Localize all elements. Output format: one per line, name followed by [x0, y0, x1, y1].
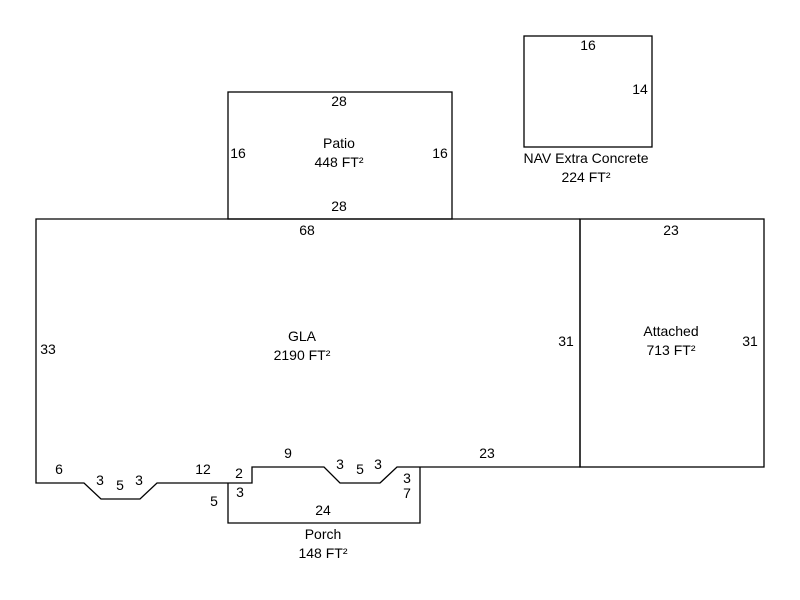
gla-dim-bottom-7: 9 [284, 445, 292, 461]
gla-dim-bottom-5: 12 [195, 461, 211, 477]
gla-dim-bottom-10: 3 [374, 456, 382, 472]
gla-outline [35, 218, 581, 500]
gla-dim-left: 33 [40, 341, 56, 357]
nav-name: NAV Extra Concrete [523, 150, 648, 166]
nav-area: 224 FT² [561, 169, 610, 185]
gla-dim-bottom-6: 2 [235, 465, 243, 481]
patio-area: 448 FT² [314, 154, 363, 170]
gla-dim-right: 31 [558, 333, 574, 349]
attached-dim-right: 31 [742, 333, 758, 349]
patio-dim-bottom: 28 [331, 198, 347, 214]
attached-area: 713 FT² [646, 342, 695, 358]
gla-dim-bottom-12: 23 [479, 445, 495, 461]
gla-dim-top: 68 [299, 222, 315, 238]
porch-name: Porch [305, 526, 342, 542]
nav-dim-top: 16 [580, 37, 596, 53]
gla-dim-bottom-2: 3 [96, 472, 104, 488]
nav-extra-concrete-outline [523, 35, 653, 148]
patio-dim-left: 16 [230, 145, 246, 161]
gla-name: GLA [288, 328, 317, 344]
nav-dim-right: 14 [632, 81, 648, 97]
gla-dim-bottom-4: 3 [135, 472, 143, 488]
porch-dim-right: 7 [403, 485, 411, 501]
patio-dim-right: 16 [432, 145, 448, 161]
porch-outline [227, 467, 421, 524]
porch-dim-left-inner: 3 [236, 484, 244, 500]
gla-dim-bottom-3: 5 [116, 477, 124, 493]
attached-dim-top: 23 [663, 222, 679, 238]
gla-dim-bottom-1: 6 [55, 461, 63, 477]
gla-area: 2190 FT² [274, 347, 331, 363]
patio-dim-top: 28 [331, 93, 347, 109]
patio-name: Patio [323, 135, 355, 151]
gla-dim-bottom-9: 5 [356, 461, 364, 477]
gla-dim-bottom-8: 3 [336, 456, 344, 472]
porch-dim-left: 5 [210, 493, 218, 509]
gla-dim-bottom-11: 3 [403, 470, 411, 486]
porch-dim-bottom: 24 [315, 502, 331, 518]
attached-name: Attached [643, 323, 698, 339]
porch-area: 148 FT² [298, 545, 347, 561]
